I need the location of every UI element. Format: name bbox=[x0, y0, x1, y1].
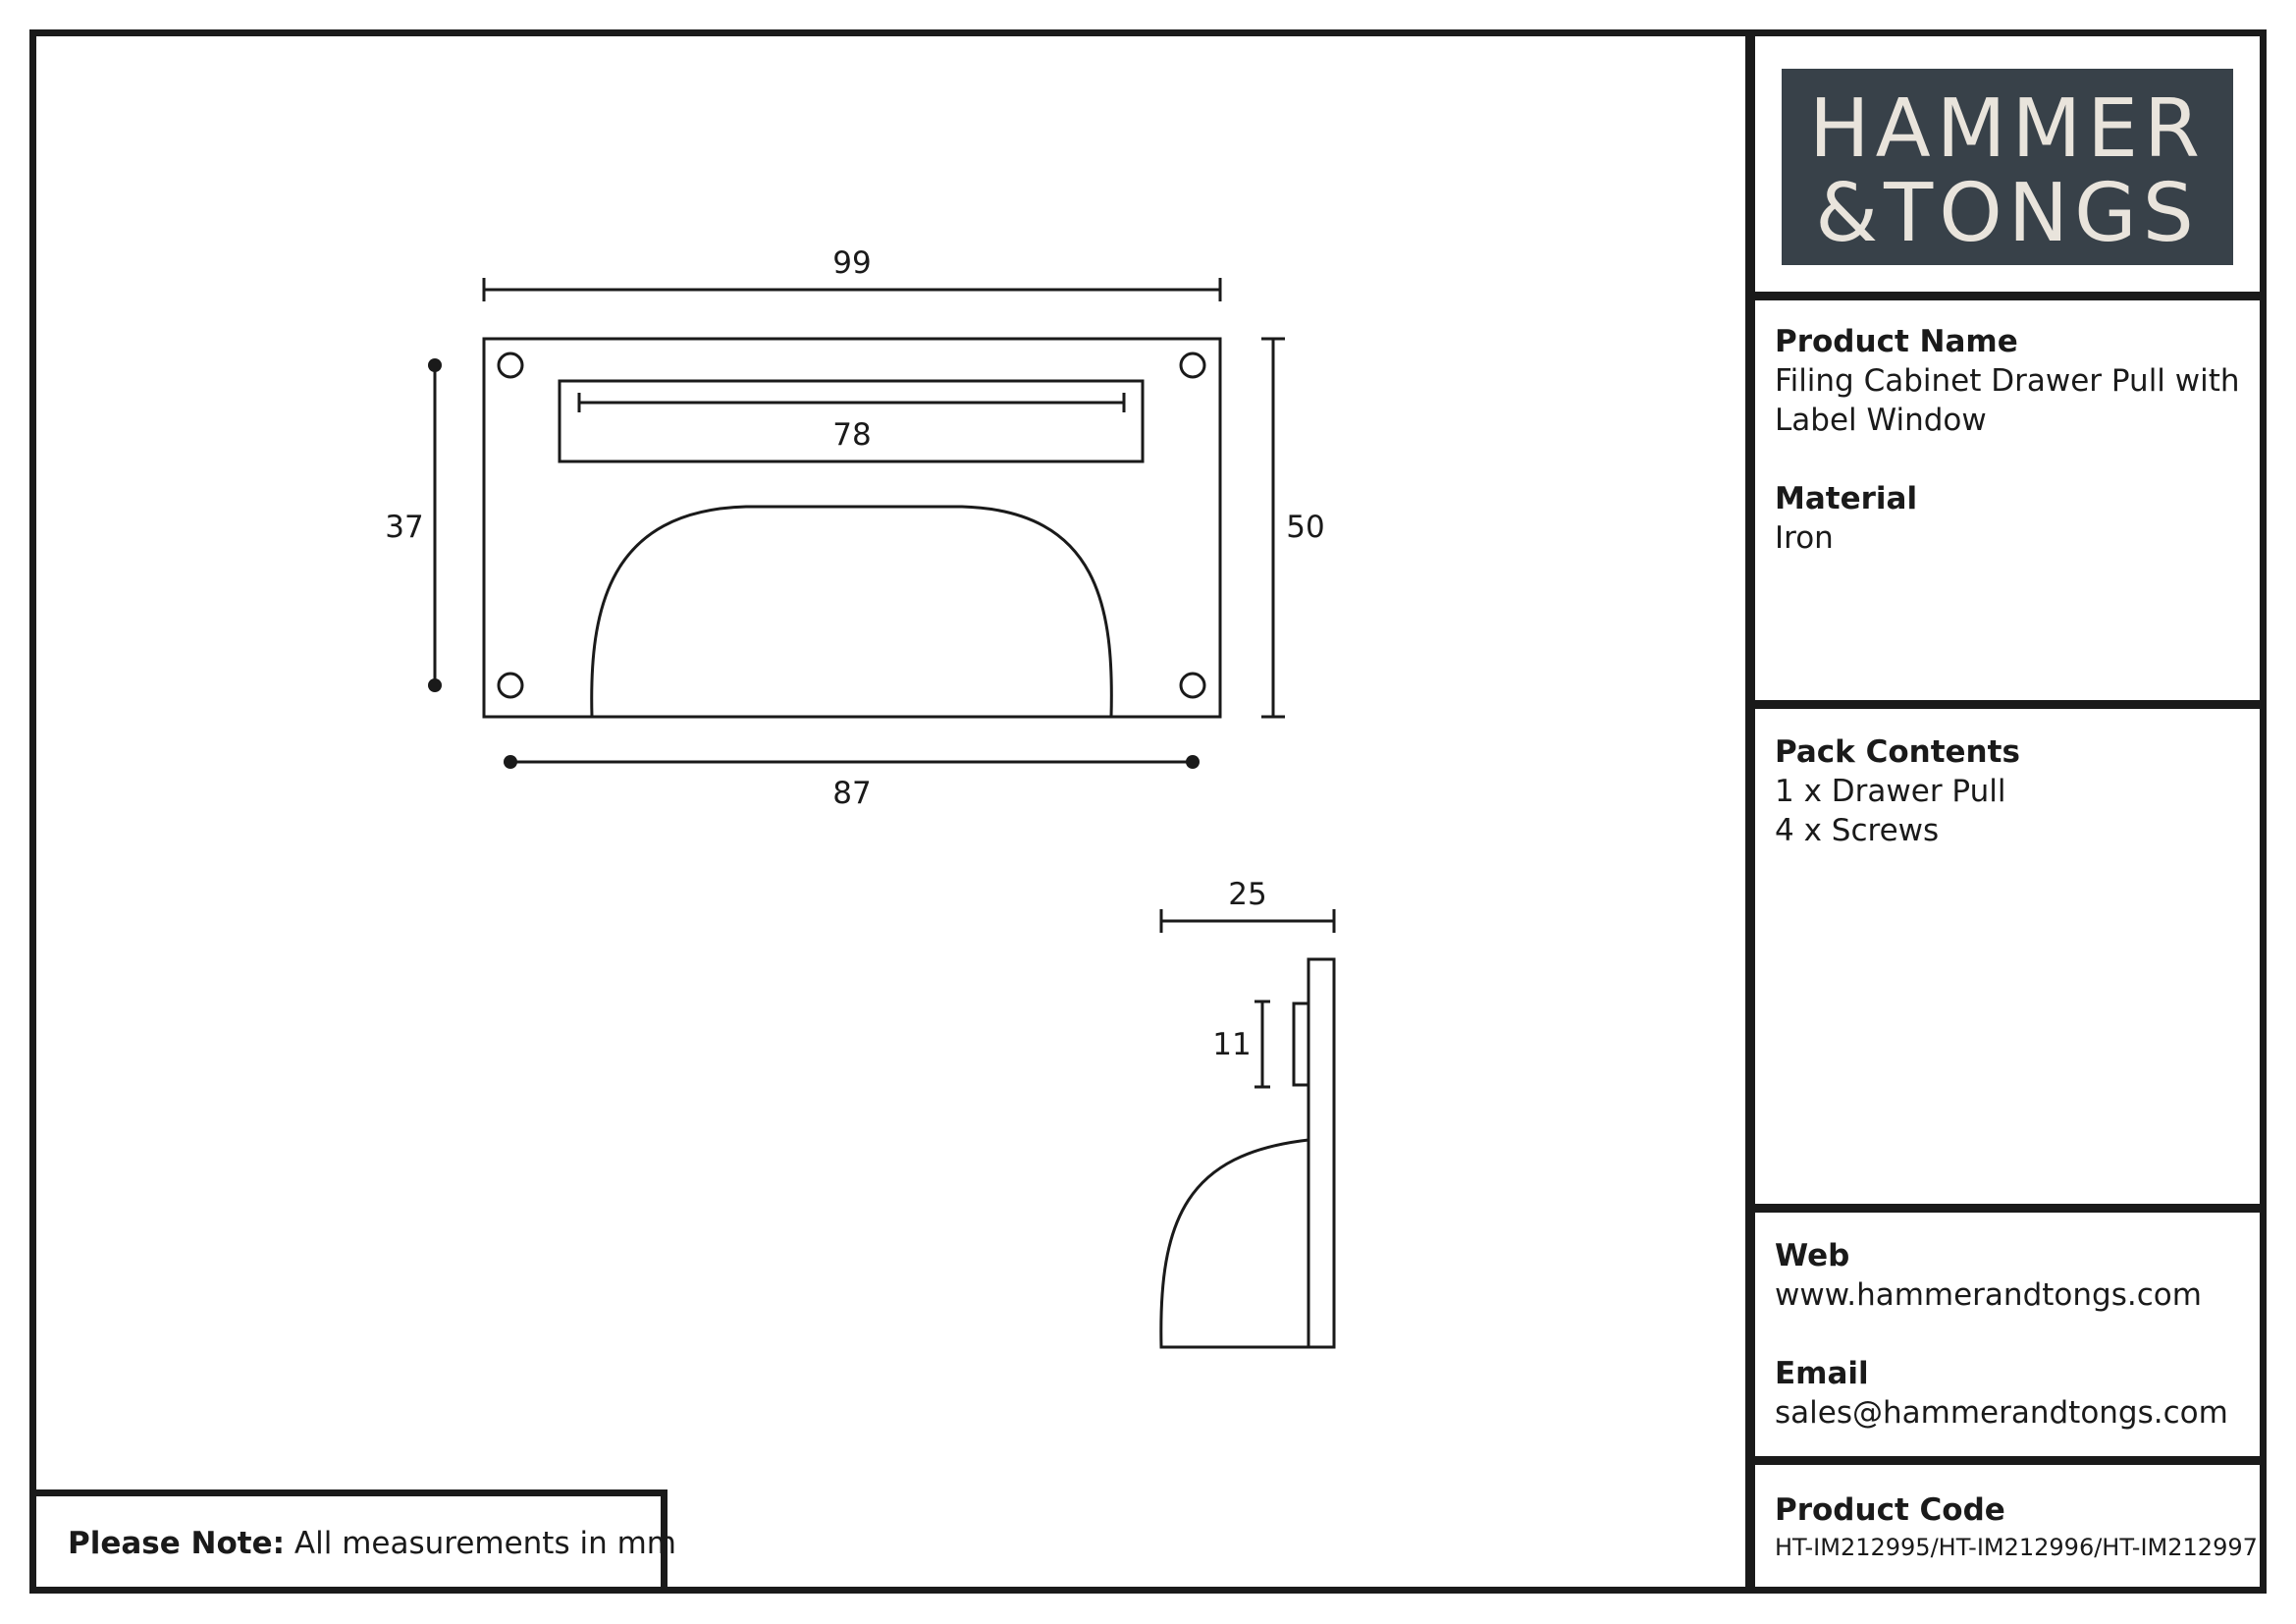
dim-endpoint bbox=[1186, 755, 1200, 769]
web-heading: Web bbox=[1775, 1238, 1850, 1273]
note-body: All measurements in mm bbox=[294, 1526, 676, 1561]
brand-logo: HAMMER &TONGS bbox=[1782, 69, 2233, 265]
dim-endpoint bbox=[428, 678, 442, 692]
brand-line-1: HAMMER bbox=[1808, 82, 2207, 176]
screw-hole bbox=[1179, 672, 1206, 699]
material-heading: Material bbox=[1775, 481, 1918, 516]
email-link[interactable]: sales@hammerandtongs.com bbox=[1775, 1395, 2228, 1431]
dim-label-width: 99 bbox=[832, 245, 871, 281]
product-info-section: Product Name Filing Cabinet Drawer Pull … bbox=[1775, 322, 2256, 558]
screw-hole bbox=[497, 352, 524, 379]
section-divider bbox=[1750, 1456, 2267, 1465]
title-block-divider bbox=[1745, 29, 1755, 1594]
pack-contents-section: Pack Contents 1 x Drawer Pull 4 x Screws bbox=[1775, 732, 2256, 850]
note-label: Please Note: bbox=[68, 1526, 286, 1561]
product-code-section: Product Code HT-IM212995/HT-IM212996/HT-… bbox=[1775, 1490, 2258, 1565]
pack-item: 4 x Screws bbox=[1775, 813, 1940, 848]
product-name-value: Filing Cabinet Drawer Pull with Label Wi… bbox=[1775, 363, 2240, 438]
measurement-note: Please Note: All measurements in mm bbox=[29, 1489, 676, 1594]
dim-label-depth: 25 bbox=[1228, 877, 1266, 912]
pack-item: 1 x Drawer Pull bbox=[1775, 774, 2006, 809]
note-text: Please Note: All measurements in mm bbox=[68, 1526, 676, 1561]
side-plate-outline bbox=[1307, 957, 1336, 1349]
web-link[interactable]: www.hammerandtongs.com bbox=[1775, 1277, 2202, 1313]
material-value: Iron bbox=[1775, 520, 1834, 556]
dim-label-height: 50 bbox=[1286, 510, 1324, 545]
brand-line-2: &TONGS bbox=[1815, 167, 2200, 260]
dim-label-hole-vertical: 37 bbox=[385, 510, 423, 545]
dim-label-window-depth: 11 bbox=[1212, 1027, 1251, 1062]
email-heading: Email bbox=[1775, 1356, 1869, 1391]
dim-endpoint bbox=[428, 358, 442, 372]
label-window-outline bbox=[558, 379, 1145, 463]
contact-section: Web www.hammerandtongs.com Email sales@h… bbox=[1775, 1236, 2256, 1433]
drawing-frame bbox=[29, 29, 2267, 1594]
cup-outline bbox=[590, 505, 1113, 718]
product-name-heading: Product Name bbox=[1775, 324, 2018, 359]
screw-hole bbox=[1179, 352, 1206, 379]
front-plate-outline bbox=[482, 337, 1222, 719]
side-window-outline bbox=[1292, 1001, 1310, 1087]
side-cup-outline bbox=[1159, 1138, 1309, 1349]
section-divider bbox=[1750, 1204, 2267, 1213]
dim-endpoint bbox=[504, 755, 517, 769]
pack-contents-heading: Pack Contents bbox=[1775, 734, 2020, 770]
product-code-heading: Product Code bbox=[1775, 1492, 2005, 1528]
dim-label-window: 78 bbox=[832, 417, 871, 453]
screw-hole bbox=[497, 672, 524, 699]
dim-label-hole-horizontal: 87 bbox=[832, 776, 871, 811]
section-divider bbox=[1750, 292, 2267, 300]
product-code-value: HT-IM212995/HT-IM212996/HT-IM212997 bbox=[1775, 1534, 2258, 1561]
section-divider bbox=[1750, 700, 2267, 709]
